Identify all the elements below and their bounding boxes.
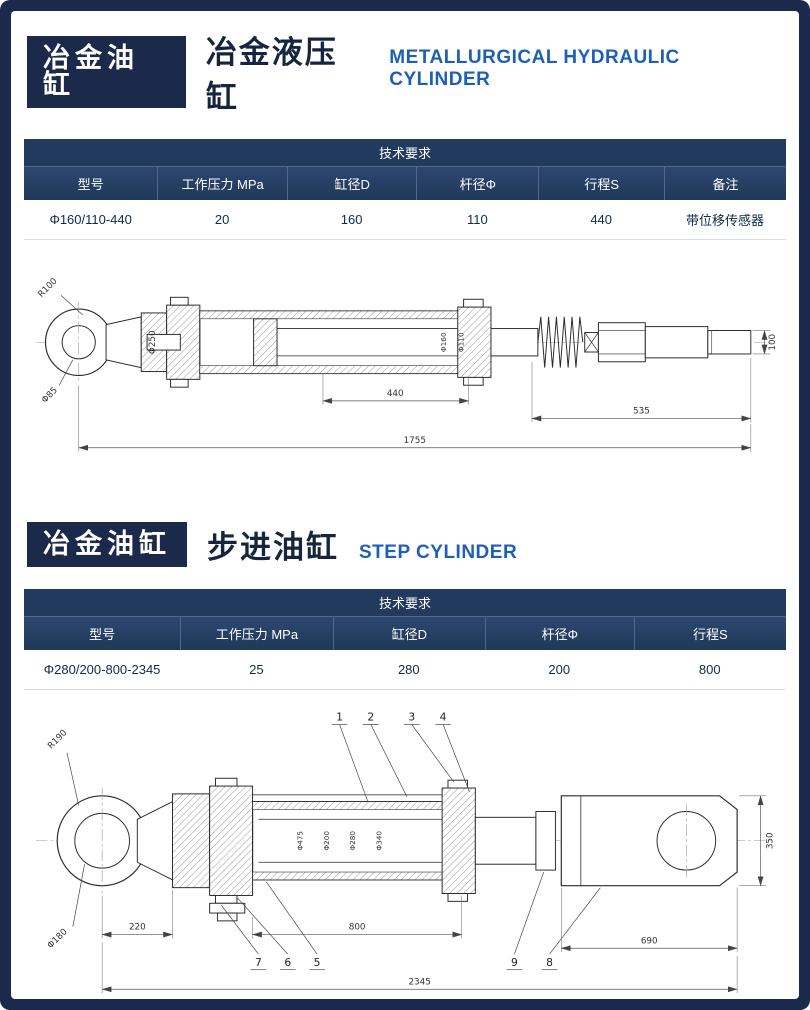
- piston: [253, 318, 278, 367]
- part-label: 6: [284, 956, 291, 969]
- cell-bore: 160: [286, 200, 417, 240]
- table1-col-stroke: 行程S: [538, 167, 665, 200]
- rod-end: [644, 326, 752, 359]
- dim-bore-diameter: Φ280: [348, 830, 357, 850]
- cell-remark: 带位移传感器: [664, 200, 786, 240]
- category-badge: 冶金油缸: [27, 36, 186, 108]
- dim-rod-length: 535: [633, 407, 650, 417]
- dim-block-height: 350: [765, 832, 775, 849]
- section1-title-en: METALLURGICAL HYDRAULIC CYLINDER: [389, 47, 680, 90]
- cell-rod: 110: [416, 200, 539, 240]
- piston-rod: [490, 328, 539, 357]
- cell-model: Φ160/110-440: [24, 200, 158, 240]
- table2-title: 技术要求: [24, 588, 786, 617]
- dim-pin-bore: Φ180: [46, 927, 70, 951]
- rear-cap-assembly: [136, 777, 254, 922]
- top-cover-plate: [252, 794, 449, 802]
- part-callouts-bottom: 7 6 5 9 8: [221, 871, 601, 970]
- part-label: 2: [367, 710, 374, 723]
- section1-header: 冶金油缸 冶金液压缸 METALLURGICAL HYDRAULIC CYLIN…: [27, 27, 783, 117]
- front-eye-block: [560, 795, 738, 887]
- table1-title: 技术要求: [24, 139, 786, 167]
- spec-table-metallurgical: 技术要求 型号 工作压力 MPa 缸径D 杆径Φ 行程S 备注 Φ160/110…: [24, 139, 786, 240]
- section2-title-cn: 步进油缸: [207, 529, 339, 565]
- dim-stroke: 440: [387, 389, 404, 399]
- part-label: 1: [336, 710, 343, 723]
- dim-d475: Φ475: [295, 830, 304, 850]
- dim-pin-bore: Φ85: [40, 386, 60, 406]
- section2-header: 冶金油缸 步进油缸 STEP CYLINDER: [27, 521, 783, 567]
- table1-col-bore: 缸径D: [286, 167, 417, 200]
- cell-bore: 280: [332, 649, 485, 690]
- rod-coupling: [584, 322, 646, 363]
- table1-row: Φ160/110-440 20 160 110 440 带位移传感器: [24, 200, 786, 240]
- cell-model: Φ280/200-800-2345: [24, 649, 181, 690]
- dim-outer-diameter: Φ340: [375, 830, 384, 850]
- cell-pressure: 25: [180, 649, 333, 690]
- dim-rod-diameter: Φ200: [322, 830, 331, 850]
- part-label: 8: [546, 956, 553, 969]
- table2-col-stroke: 行程S: [633, 616, 786, 650]
- part-label: 9: [511, 956, 518, 969]
- spec-table-step: 技术要求 型号 工作压力 MPa 缸径D 杆径Φ 行程S Φ280/200-80…: [24, 588, 786, 690]
- dim-eye-radius: R100: [36, 276, 59, 299]
- rod-coupling: [535, 810, 556, 871]
- dim-eye-radius: R190: [46, 728, 69, 751]
- dim-bore-diameter: Φ160: [439, 332, 448, 352]
- dim-overall-length: 1755: [404, 436, 426, 446]
- dim-rod-diameter: Φ110: [457, 332, 466, 352]
- section2-title-en: STEP CYLINDER: [359, 541, 518, 563]
- part-label: 4: [440, 710, 447, 723]
- table1-col-remark: 备注: [664, 167, 786, 200]
- part-label: 5: [314, 956, 321, 969]
- rear-eye-mount: [56, 787, 148, 894]
- table1-col-rod: 杆径Φ: [416, 167, 539, 200]
- dim-block-length: 690: [641, 936, 658, 946]
- rear-cap-assembly: [105, 296, 201, 388]
- cylinder-drawing-metallurgical: 440 535 1755 100 R100 Φ250 Φ85 Φ160 Φ110: [35, 276, 778, 452]
- displacement-sensor: [146, 333, 181, 351]
- cell-pressure: 20: [157, 200, 287, 240]
- category-badge: 冶金油缸: [27, 521, 187, 567]
- part-label: 3: [408, 710, 415, 723]
- rear-eye-mount: [44, 301, 113, 384]
- table1-col-model: 型号: [24, 167, 158, 200]
- cell-stroke: 440: [538, 200, 665, 240]
- part-callouts-top: 1 2 3 4: [331, 710, 470, 802]
- dim-cap-diameter: Φ250: [148, 330, 158, 354]
- table2-row: Φ280/200-800-2345 25 280 200 800: [24, 649, 786, 690]
- piston-rod: [474, 816, 537, 865]
- cell-rod: 200: [484, 649, 634, 690]
- table1-col-pressure: 工作压力 MPa: [157, 167, 287, 200]
- cell-stroke: 800: [633, 649, 786, 690]
- cylinder-barrel: [199, 310, 474, 375]
- table2-col-bore: 缸径D: [332, 616, 485, 650]
- section1-title-cn: 冶金液压缸: [205, 35, 338, 115]
- part-label: 7: [255, 956, 262, 969]
- table2-col-pressure: 工作压力 MPa: [180, 616, 333, 650]
- dim-overall-length: 2345: [408, 977, 430, 987]
- table2-col-model: 型号: [24, 616, 181, 650]
- dim-tip-diameter: 100: [768, 334, 778, 351]
- page-content: 冶金油缸 冶金液压缸 METALLURGICAL HYDRAULIC CYLIN…: [11, 11, 799, 999]
- front-gland-flange: [457, 298, 492, 386]
- table2-col-rod: 杆径Φ: [484, 616, 634, 650]
- front-gland-flange: [441, 779, 476, 902]
- protective-bellows: [537, 316, 584, 368]
- dim-pin-offset: 220: [129, 922, 146, 932]
- dim-stroke: 800: [349, 922, 366, 932]
- cylinder-drawing-step: 1 2 3 4 7 6 5 9 8: [35, 710, 775, 993]
